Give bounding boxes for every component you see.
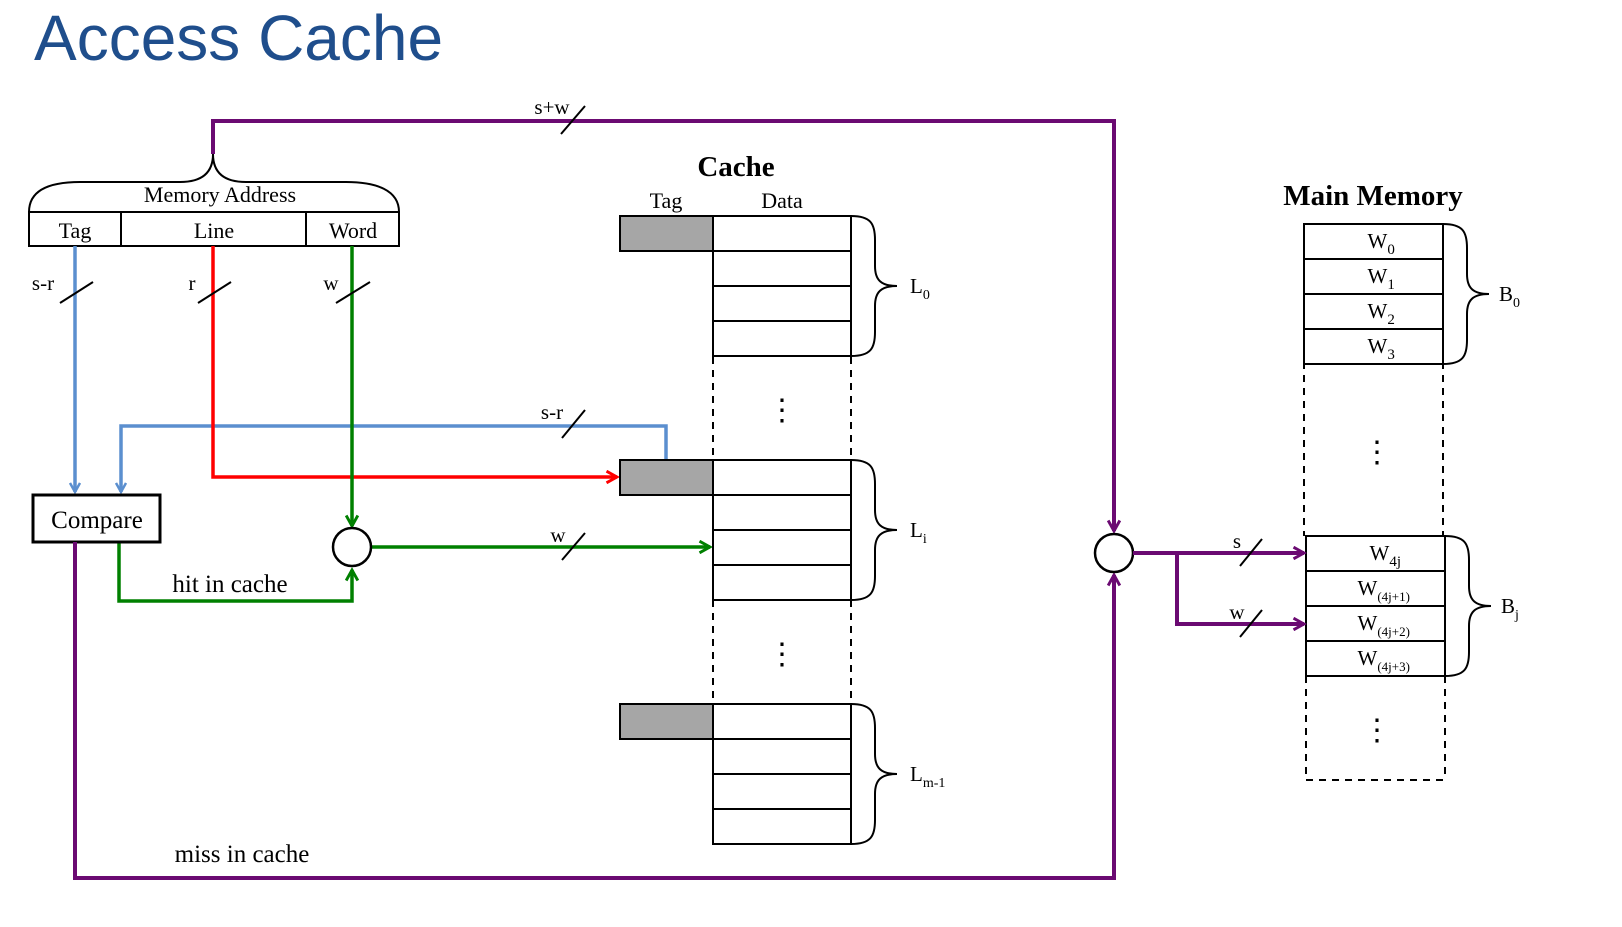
main-memory: Main Memory W0W1W2W3B0W4jW(4j+1)W(4j+2)W…: [1283, 180, 1520, 781]
memory-address: Memory Address Tag Line Word: [28, 153, 400, 247]
cache-data-cell: [712, 320, 852, 357]
bus-width-slash: [1239, 538, 1263, 567]
address-fields-box: [28, 211, 400, 247]
memory-block-brace: [1442, 223, 1490, 365]
memory-block-label: Bj: [1501, 594, 1519, 623]
hit-path-line: [117, 542, 352, 603]
memory-word-label: W(4j+3): [1358, 646, 1410, 674]
cache-ellipsis: ⋮: [767, 394, 797, 427]
memory-word-label: W3: [1368, 334, 1395, 363]
address-bus: s+w: [211, 95, 1114, 531]
bus-width-slash: [561, 532, 586, 561]
cache-line-brace: [850, 459, 898, 601]
cache-line-brace: [850, 215, 898, 357]
page-title: Access Cache: [34, 2, 444, 74]
cache-tag-feedback-line: [121, 424, 668, 492]
cache-data-cell: [712, 285, 852, 322]
memory-word-label: W4j: [1370, 541, 1402, 570]
memory-block-brace: [1444, 535, 1492, 677]
address-field-tag: Tag: [59, 218, 92, 243]
memory-ellipsis: ⋮: [1362, 714, 1392, 747]
miss-in-cache-label: miss in cache: [175, 841, 310, 868]
memory-switch: [1093, 532, 1135, 574]
cache-tag-feedback-width: s-r: [541, 400, 563, 424]
cache-line: L0: [619, 215, 930, 357]
memory-word-label: W(4j+1): [1358, 576, 1410, 604]
cache-data-cell: [712, 808, 852, 845]
cache-tag-column-label: Tag: [650, 188, 683, 213]
cache-data-cell: [712, 494, 852, 531]
cache-line: Lm-1: [619, 703, 945, 845]
cache-data-cell: [712, 564, 852, 601]
memory-ellipsis: ⋮: [1362, 436, 1392, 469]
word-width-label: w: [323, 271, 339, 295]
line-path: r: [189, 246, 618, 477]
cache-ellipsis: ⋮: [767, 638, 797, 671]
memory-word-label: W0: [1368, 229, 1395, 258]
memory-word-label: W2: [1368, 299, 1395, 328]
miss-path: miss in cache: [73, 542, 1114, 880]
memory-block-label: B0: [1499, 282, 1520, 311]
memory-word-cell: [1305, 640, 1446, 677]
memory-word-cell: [1303, 258, 1444, 295]
cache-data-column-label: Data: [761, 188, 803, 213]
address-bus-line: [211, 119, 1114, 531]
bus-width-slash: [197, 281, 232, 304]
block-bus-width: s: [1233, 529, 1241, 553]
memory-word-cell: [1303, 328, 1444, 365]
bus-width-slash: [560, 105, 586, 135]
bus-width-slash: [335, 281, 371, 304]
cache-line-brace: [850, 703, 898, 845]
cache-data-cell: [712, 703, 852, 740]
word-path: w w hit in cache: [117, 246, 710, 603]
cache-title: Cache: [697, 151, 774, 183]
bus-width-slash: [561, 409, 586, 439]
cache-data-cell: [712, 459, 852, 496]
hit-switch: [331, 526, 373, 568]
cache-line-label: Li: [910, 518, 927, 547]
memory-word-cell: [1305, 570, 1446, 607]
tag-path: s-r s-r: [32, 246, 668, 492]
memory-address-label: Memory Address: [144, 182, 296, 207]
bus-width-slash: [59, 281, 94, 304]
cache-data-cell: [712, 250, 852, 287]
cache-data-cell: [712, 215, 852, 252]
cache-tag-cell: [619, 703, 714, 740]
memory-switch-group: s w: [1093, 529, 1304, 638]
word-select-width: w: [550, 523, 566, 547]
address-field-line: Line: [194, 218, 234, 243]
address-field-word: Word: [329, 218, 377, 243]
compare-box: [31, 493, 162, 544]
cache-data-cell: [712, 529, 852, 566]
line-path-line: [211, 246, 617, 477]
cache-tag-cell: [619, 459, 714, 496]
cache-line-label: L0: [910, 274, 930, 303]
word-bus-line: [1175, 553, 1304, 624]
cache-line: Li: [619, 459, 927, 601]
memory-word-label: W(4j+2): [1358, 611, 1410, 639]
compare-unit: Compare: [31, 493, 162, 544]
main-memory-title: Main Memory: [1283, 180, 1463, 212]
memory-word-label: W1: [1368, 264, 1395, 293]
address-bus-width: s+w: [534, 95, 570, 119]
tag-width-label: s-r: [32, 271, 54, 295]
cache-data-cell: [712, 738, 852, 775]
miss-path-line: [73, 542, 1114, 880]
line-width-label: r: [189, 271, 196, 295]
hit-in-cache-label: hit in cache: [172, 571, 287, 598]
cache-tag-cell: [619, 215, 714, 252]
word-bus-width: w: [1229, 600, 1245, 624]
cache-data-cell: [712, 773, 852, 810]
compare-label: Compare: [51, 507, 143, 534]
bus-width-slash: [1239, 609, 1263, 638]
cache-line-label: Lm-1: [910, 762, 945, 791]
